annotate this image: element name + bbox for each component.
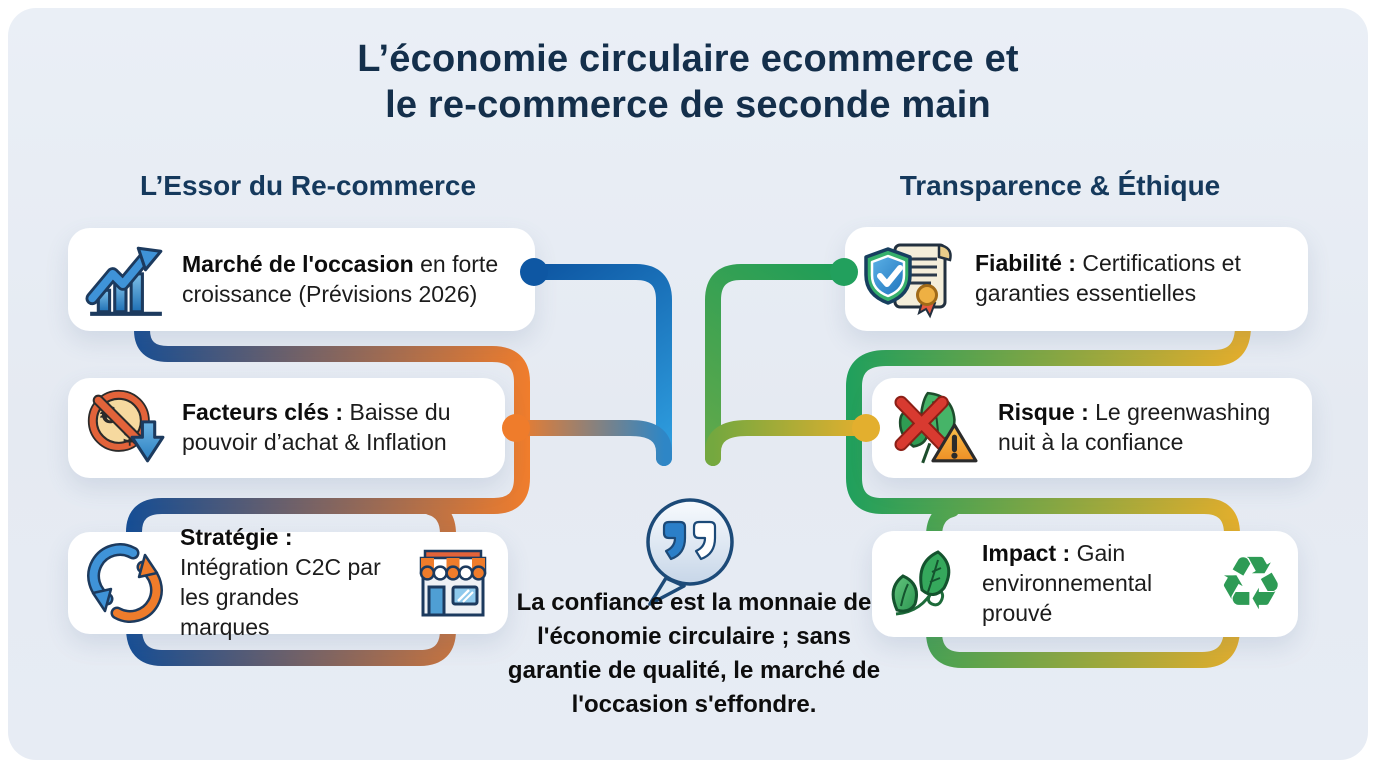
- certified-shield-icon: [864, 243, 952, 319]
- card-text: Marché de l'occasion en forte croissance…: [182, 250, 514, 310]
- card-text-rest: Intégration C2C par les grandes marques: [180, 554, 381, 640]
- card-text: Stratégie : Intégration C2C par les gran…: [180, 523, 392, 643]
- heading-right-column: Transparence & Éthique: [899, 170, 1221, 201]
- card-marche-occasion: Marché de l'occasion en forte croissance…: [68, 228, 535, 331]
- storefront-icon: [419, 549, 487, 617]
- card-text: Risque : Le greenwashing nuit à la confi…: [998, 398, 1298, 458]
- card-text-bold: Fiabilité :: [975, 250, 1076, 277]
- card-text-rest: en forte croissance (Prévisions 2026): [182, 250, 499, 307]
- quote-text: La confiance est la monnaie de l'économi…: [507, 589, 881, 719]
- quote-bubble-icon: [646, 498, 734, 606]
- sprout-leaves-icon: [891, 550, 951, 616]
- card-risque: Risque : Le greenwashing nuit à la confi…: [872, 378, 1312, 478]
- card-text: Fiabilité : Certifications et garanties …: [975, 249, 1280, 309]
- card-text: Impact : Gain environnemental prouvé: [982, 539, 1178, 629]
- card-strategie: Stratégie : Intégration C2C par les gran…: [68, 524, 508, 640]
- card-text-bold: Risque :: [998, 399, 1089, 426]
- card-text: Facteurs clés : Baisse du pouvoir d’acha…: [182, 398, 477, 458]
- recycle-icon: ♻: [1217, 541, 1284, 627]
- card-text-bold: Facteurs clés :: [182, 399, 344, 426]
- heading-left-column: L’Essor du Re-commerce: [139, 170, 477, 201]
- card-fiabilite: Fiabilité : Certifications et garanties …: [845, 227, 1308, 331]
- page-title-line1: L’économie circulaire ecommerce et: [357, 38, 1019, 80]
- no-purchasing-power-icon: € $: [87, 389, 165, 463]
- card-impact: Impact : Gain environnemental prouvé ♻: [872, 531, 1298, 637]
- growth-chart-icon: [85, 246, 163, 316]
- greenwashing-warning-icon: [894, 391, 978, 464]
- card-facteurs-cles: € $ Facteurs clés : Baisse du pouvoir d’…: [68, 378, 505, 478]
- card-text-bold: Marché de l'occasion: [182, 250, 414, 277]
- page-title-line2: le re-commerce de seconde main: [385, 84, 991, 127]
- card-text-bold: Impact :: [982, 540, 1071, 567]
- page-title: L’économie circulaire ecommerce et le re…: [0, 36, 1376, 129]
- card-text-rest: Certifications et garanties essentielles: [975, 250, 1241, 306]
- circular-exchange-icon: [87, 543, 163, 623]
- card-text-bold: Stratégie :: [180, 524, 293, 551]
